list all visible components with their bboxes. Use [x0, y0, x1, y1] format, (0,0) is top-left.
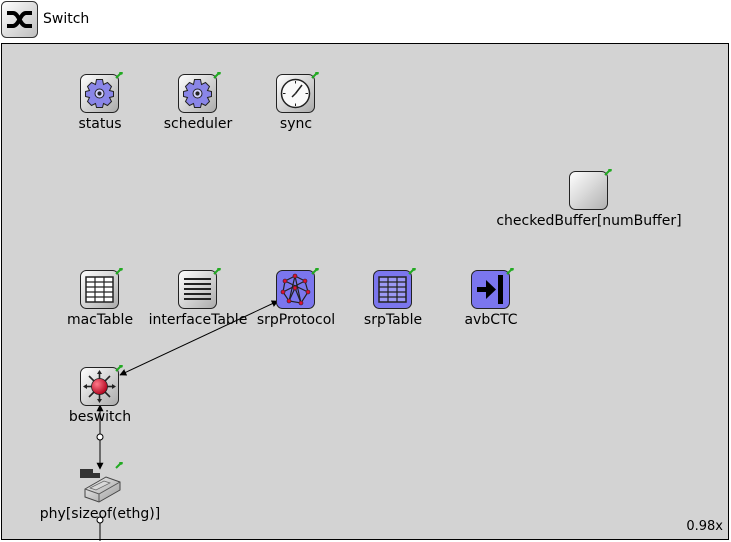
clock-icon [276, 72, 319, 113]
switch-hub-icon [80, 365, 123, 406]
gear-icon [178, 72, 221, 113]
blank-box-icon [569, 169, 612, 210]
node-scheduler[interactable]: scheduler [164, 72, 232, 132]
module-title: Switch [43, 11, 90, 27]
node-label: interfaceTable [148, 312, 248, 328]
gear-icon [80, 72, 123, 113]
node-srp-protocol[interactable]: srpProtocol [257, 268, 335, 328]
node-label: sync [279, 116, 313, 132]
zoom-level: 0.98x [686, 519, 723, 534]
table-icon [80, 268, 123, 309]
node-mac-table[interactable]: macTable [67, 268, 133, 328]
node-label: srpTable [363, 312, 423, 328]
node-label: srpProtocol [256, 312, 336, 328]
module-canvas[interactable]: status scheduler [1, 43, 729, 541]
node-label: checkedBuffer[numBuffer] [496, 213, 682, 229]
node-beswitch[interactable]: beswitch [69, 365, 131, 425]
node-label: scheduler [163, 116, 233, 132]
title-bar: Switch [0, 0, 731, 42]
ethernet-port-icon [80, 462, 123, 503]
node-label: phy[sizeof(ethg)] [39, 506, 161, 522]
node-label: status [78, 116, 122, 132]
node-label: beswitch [68, 409, 132, 425]
node-checked-buffer[interactable]: checkedBuffer[numBuffer] [496, 169, 682, 229]
node-label: macTable [66, 312, 134, 328]
node-sync[interactable]: sync [276, 72, 319, 132]
network-graph-icon [276, 268, 319, 309]
connections-layer [96, 300, 279, 541]
node-interface-table[interactable]: interfaceTable [149, 268, 247, 328]
list-icon [178, 268, 221, 309]
connection-srpprotocol-beswitch [119, 300, 279, 376]
node-label: avbCTC [464, 312, 518, 328]
node-status[interactable]: status [78, 72, 123, 132]
switch-module-icon [1, 1, 38, 38]
gate-connector [96, 433, 104, 441]
node-phy[interactable]: phy[sizeof(ethg)] [40, 462, 160, 522]
arrow-to-bar-icon [471, 268, 514, 309]
gate-connector [96, 516, 104, 524]
table-icon [373, 268, 416, 309]
node-srp-table[interactable]: srpTable [364, 268, 422, 328]
node-avb-ctc[interactable]: avbCTC [464, 268, 518, 328]
